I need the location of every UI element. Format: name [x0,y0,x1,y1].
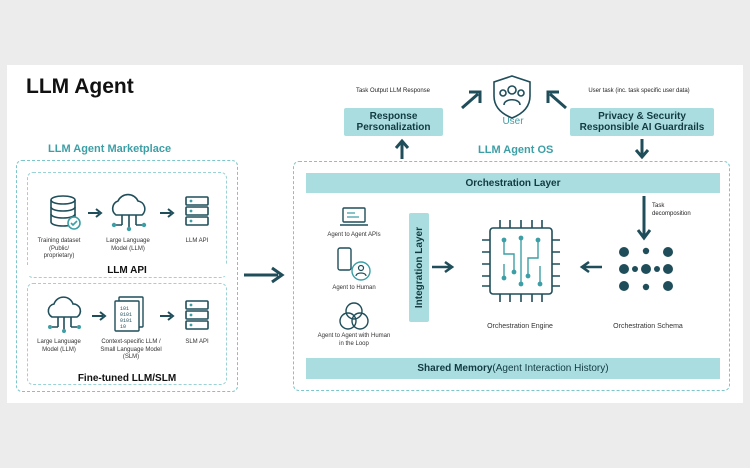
os-box [293,161,730,391]
shared-memory-bar: Shared Memory (Agent Interaction History… [306,358,720,379]
venn-icon [339,302,369,330]
database-icon [50,195,81,230]
arrow-right-icon [160,311,175,321]
caption-llm-api: LLM API [185,238,209,244]
caption-schema: Orchestration Schema [613,323,683,330]
llm-api-box [27,172,227,278]
cloud-network-icon [47,296,82,333]
binary-document-icon: 101 0101 0101 10 [114,296,144,332]
user-task-note: User task (inc. task specific user data) [588,88,690,94]
caption-llm-2: Large Language Model (LLM) [37,339,81,353]
svg-text:0101: 0101 [120,312,132,318]
llm-api-label: LLM API [27,265,227,276]
caption-slm-api: SLM API [185,339,209,345]
arrow-down-icon [634,139,650,160]
arrow-right-icon [160,208,175,218]
marketplace-box [16,160,238,392]
svg-text:0101: 0101 [120,318,132,324]
svg-text:10: 10 [120,324,126,330]
arrow-left-icon [579,260,602,274]
arrow-right-icon [88,208,103,218]
task-output-note: Task Output LLM Response [355,88,431,94]
caption-engine: Orchestration Engine [487,323,553,330]
caption-slm: Context-specific LLM / Small Language Mo… [100,339,162,360]
caption-agent-human: Agent to Human [332,285,376,291]
task-decomposition-note: Task decomposition [652,203,691,217]
user-group-icon [493,75,531,119]
server-icon [185,196,209,226]
laptop-icon [340,207,368,226]
cloud-network-icon [111,193,147,232]
privacy-guardrails-box: Privacy & Security Responsible AI Guardr… [570,108,714,136]
svg-text:101: 101 [120,306,129,312]
server-icon [185,300,209,330]
arrow-right-icon [92,311,107,321]
arrow-up-left-icon [546,90,567,110]
arrow-down-icon [636,196,652,241]
integration-layer-bar: Integration Layer [409,213,429,322]
os-heading: LLM Agent OS [478,144,554,156]
page-title: LLM Agent [26,75,134,98]
arrow-right-icon [432,260,455,274]
finetuned-box [27,283,227,385]
user-label: User [502,116,524,127]
caption-agent-apis: Agent to Agent APIs [327,232,381,238]
dot-grid-icon [619,247,673,291]
arrow-up-icon [394,138,410,159]
finetuned-label: Fine-tuned LLM/SLM [27,373,227,384]
arrow-right-icon [244,266,285,284]
chip-icon [482,220,560,302]
arrow-up-right-icon [461,90,482,110]
caption-llm: Large Language Model (LLM) [106,238,150,252]
orchestration-layer-bar: Orchestration Layer [306,173,720,193]
phone-person-icon [337,247,371,281]
caption-agent-hitl: Agent to Agent with Human in the Loop [317,333,391,347]
marketplace-heading: LLM Agent Marketplace [48,143,172,155]
caption-training-dataset: Training dataset (Public/ proprietary) [37,238,81,259]
response-personalization-box: Response Personalization [344,108,443,136]
